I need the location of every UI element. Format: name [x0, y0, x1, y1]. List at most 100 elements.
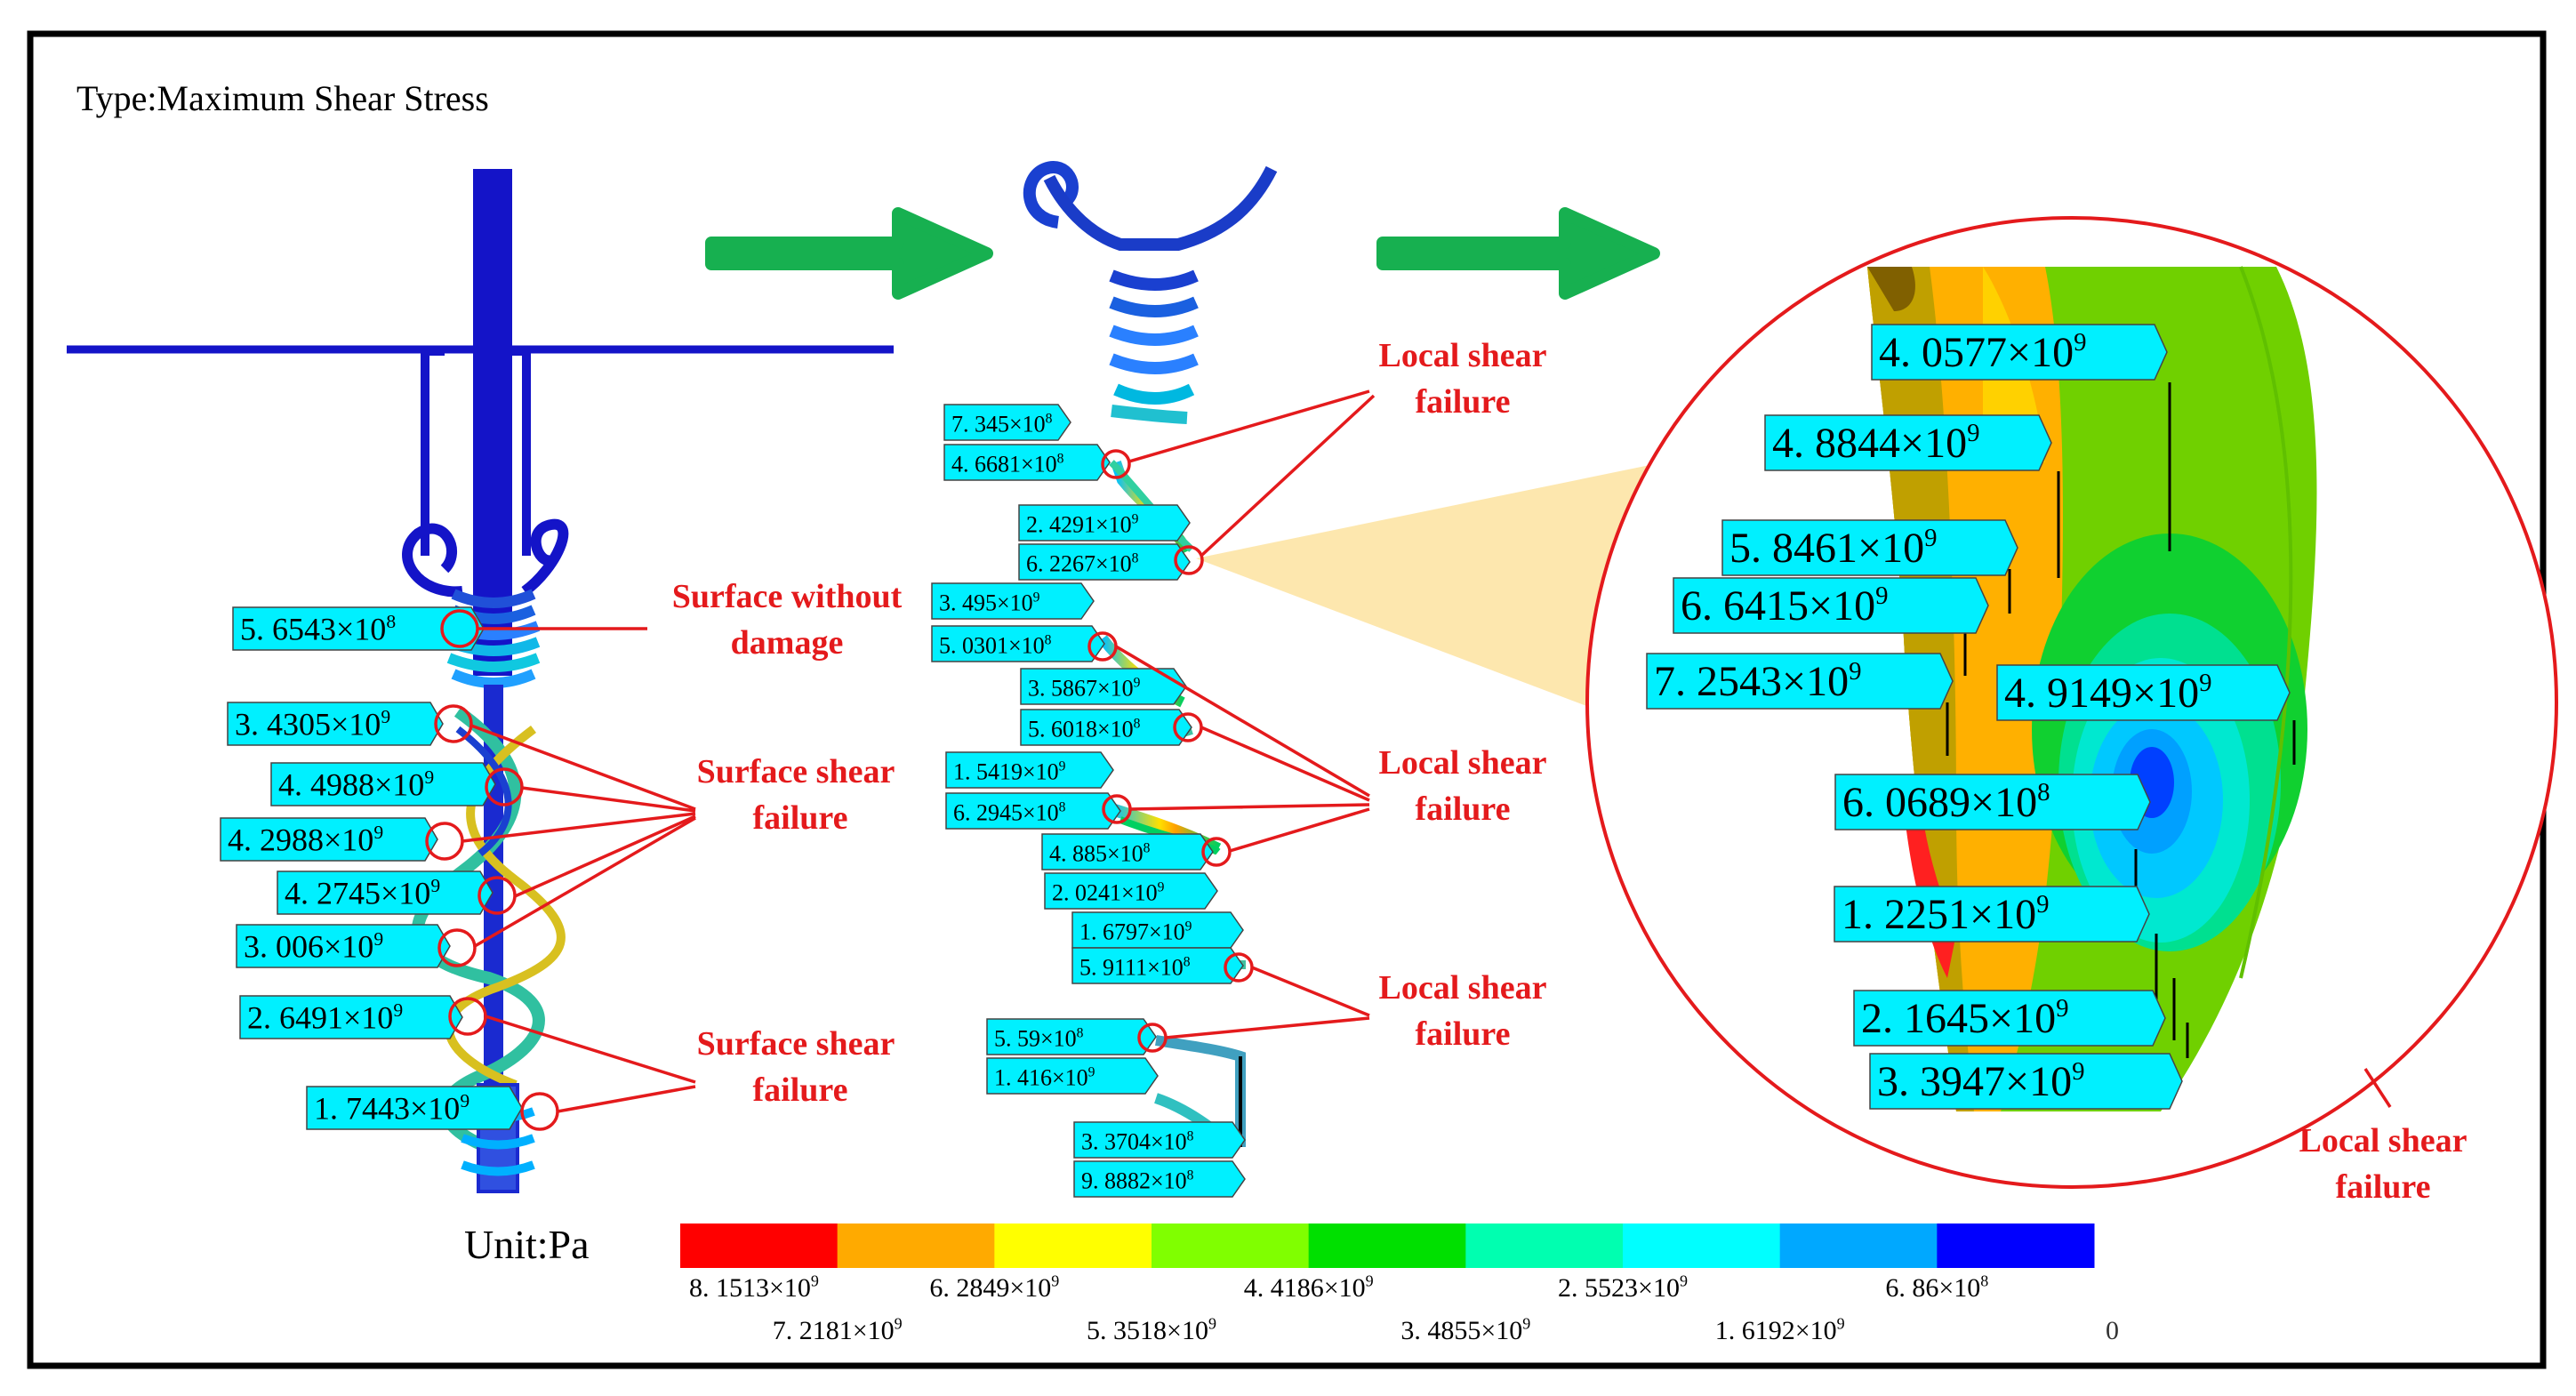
stress-exponent: 9 — [811, 1272, 819, 1290]
times-sign: ×10 — [1097, 675, 1134, 701]
stress-value: 5. 6018×108 — [1028, 716, 1141, 742]
zoom-callout-tag: 2. 1645×109 — [1853, 990, 2166, 1047]
unit-label: Unit:Pa — [464, 1222, 590, 1267]
times-sign: ×10 — [1970, 779, 2037, 826]
times-sign: ×10 — [1151, 1167, 1187, 1193]
flow-arrows — [705, 207, 1660, 300]
stress-exponent: 8 — [1057, 452, 1064, 467]
stress-exponent: 9 — [1051, 1272, 1059, 1290]
stress-mantissa: 7. 2181 — [773, 1316, 853, 1345]
stress-value: 6. 86×108 — [1885, 1272, 1988, 1303]
stress-mantissa: 1. 7443 — [314, 1090, 410, 1126]
zoom-callout-tag: 6. 6415×109 — [1673, 577, 1989, 634]
stress-value: 7. 2181×109 — [773, 1315, 903, 1345]
stress-mantissa: 4. 2988 — [228, 822, 324, 857]
stress-value: 2. 4291×109 — [1026, 511, 1139, 537]
stress-exponent: 8 — [386, 611, 396, 632]
callout-box — [1764, 414, 2052, 471]
scale-segment — [1465, 1224, 1624, 1268]
times-sign: ×10 — [1008, 632, 1045, 658]
times-sign: ×10 — [769, 1273, 811, 1303]
scale-segment — [1937, 1224, 2095, 1268]
stress-mantissa: 4. 4186 — [1244, 1273, 1324, 1303]
times-sign: ×10 — [853, 1316, 895, 1345]
callout-box — [1073, 1121, 1246, 1159]
color-scale-bar — [680, 1224, 2095, 1268]
stress-value: 4. 4988×109 — [278, 766, 434, 803]
middle-callout-tag: 5. 6018×108 — [1020, 709, 1192, 746]
times-sign: ×10 — [1149, 919, 1185, 944]
stress-value: 5. 6543×108 — [240, 611, 396, 647]
callout-box — [1996, 664, 2291, 721]
times-sign: ×10 — [1121, 879, 1158, 905]
stress-mantissa: 4. 8844 — [1772, 420, 1900, 467]
callout-box — [1044, 872, 1218, 910]
stress-mantissa: 1. 6192 — [1715, 1316, 1795, 1345]
stress-mantissa: 6. 6415 — [1681, 582, 1809, 630]
times-sign: ×10 — [1151, 1128, 1187, 1154]
times-sign: ×10 — [1900, 420, 1967, 467]
middle-callout-tag: 5. 9111×108 — [1071, 947, 1244, 984]
stress-exponent: 9 — [424, 766, 434, 788]
stress-mantissa: 2. 1645 — [1861, 995, 1989, 1042]
stress-exponent: 9 — [1208, 1315, 1216, 1333]
callout-box — [236, 924, 451, 968]
stress-value: 4. 2988×109 — [228, 822, 383, 858]
stress-exponent: 9 — [1088, 1065, 1095, 1080]
stress-exponent: 9 — [1967, 419, 1979, 447]
middle-callout-tag: 1. 6797×109 — [1071, 911, 1244, 949]
zoom-beam — [1196, 462, 1663, 711]
stress-exponent: 8 — [1134, 717, 1141, 732]
stress-mantissa: 1. 6797 — [1079, 919, 1149, 944]
hook-left — [402, 523, 463, 598]
stress-exponent: 9 — [1680, 1272, 1688, 1290]
stress-value: 2. 1645×109 — [1861, 994, 2068, 1042]
callout-box — [931, 582, 1095, 620]
times-sign: ×10 — [1809, 582, 1875, 630]
arrow-right-icon — [705, 207, 993, 300]
stress-exponent: 9 — [2056, 994, 2068, 1023]
svg-text:Surface shear: Surface shear — [697, 1025, 895, 1063]
stress-exponent: 8 — [1046, 412, 1053, 427]
stress-value: 4. 885×108 — [1049, 840, 1151, 866]
callout-box — [1646, 653, 1954, 710]
stress-value: 6. 2849×109 — [929, 1272, 1059, 1303]
callout-box — [986, 1018, 1157, 1055]
arrow-right-icon — [1376, 207, 1660, 300]
stress-exponent: 9 — [1522, 1315, 1530, 1333]
svg-text:Surface shear: Surface shear — [697, 753, 895, 790]
stress-mantissa: 3. 5867 — [1028, 675, 1097, 701]
callout-box — [1853, 990, 2166, 1047]
annotation-surface-without-damage: Surface without damage — [672, 578, 903, 662]
stress-value: 1. 7443×109 — [314, 1090, 469, 1127]
stress-exponent: 8 — [2037, 778, 2050, 806]
scale-segment — [1308, 1224, 1466, 1268]
left-callout-tag: 4. 2745×109 — [277, 870, 494, 915]
callout-box — [306, 1086, 523, 1130]
times-sign: ×10 — [336, 611, 386, 646]
stress-value: 4. 2745×109 — [285, 875, 440, 911]
middle-callout-tag: 6. 2945×108 — [945, 792, 1121, 830]
stress-exponent: 9 — [381, 706, 390, 727]
times-sign: ×10 — [1858, 525, 1924, 572]
scale-segment — [1779, 1224, 1938, 1268]
callout-box — [227, 702, 444, 746]
scale-zero-label: 0 — [2106, 1316, 2119, 1345]
stress-mantissa: 4. 6681 — [951, 451, 1021, 477]
left-callouts: 5. 6543×108 3. 4305×109 4. 4988×109 4. 2988… — [220, 606, 523, 1130]
times-sign: ×10 — [997, 590, 1033, 615]
left-callout-tag: 3. 4305×109 — [227, 702, 444, 746]
zoom-callout-tag: 4. 8844×109 — [1764, 414, 2052, 471]
times-sign: ×10 — [1638, 1273, 1680, 1303]
stress-exponent: 9 — [2199, 669, 2211, 697]
times-sign: ×10 — [1167, 1316, 1208, 1345]
svg-text:Local shear: Local shear — [1379, 337, 1547, 374]
stress-value: 7. 345×108 — [951, 411, 1053, 437]
stress-value: 4. 8844×109 — [1772, 419, 1979, 467]
middle-callout-tag: 3. 495×109 — [931, 582, 1095, 620]
stress-exponent: 8 — [1077, 1026, 1084, 1041]
stress-exponent: 8 — [1045, 633, 1052, 648]
stress-value: 1. 416×109 — [994, 1064, 1095, 1090]
